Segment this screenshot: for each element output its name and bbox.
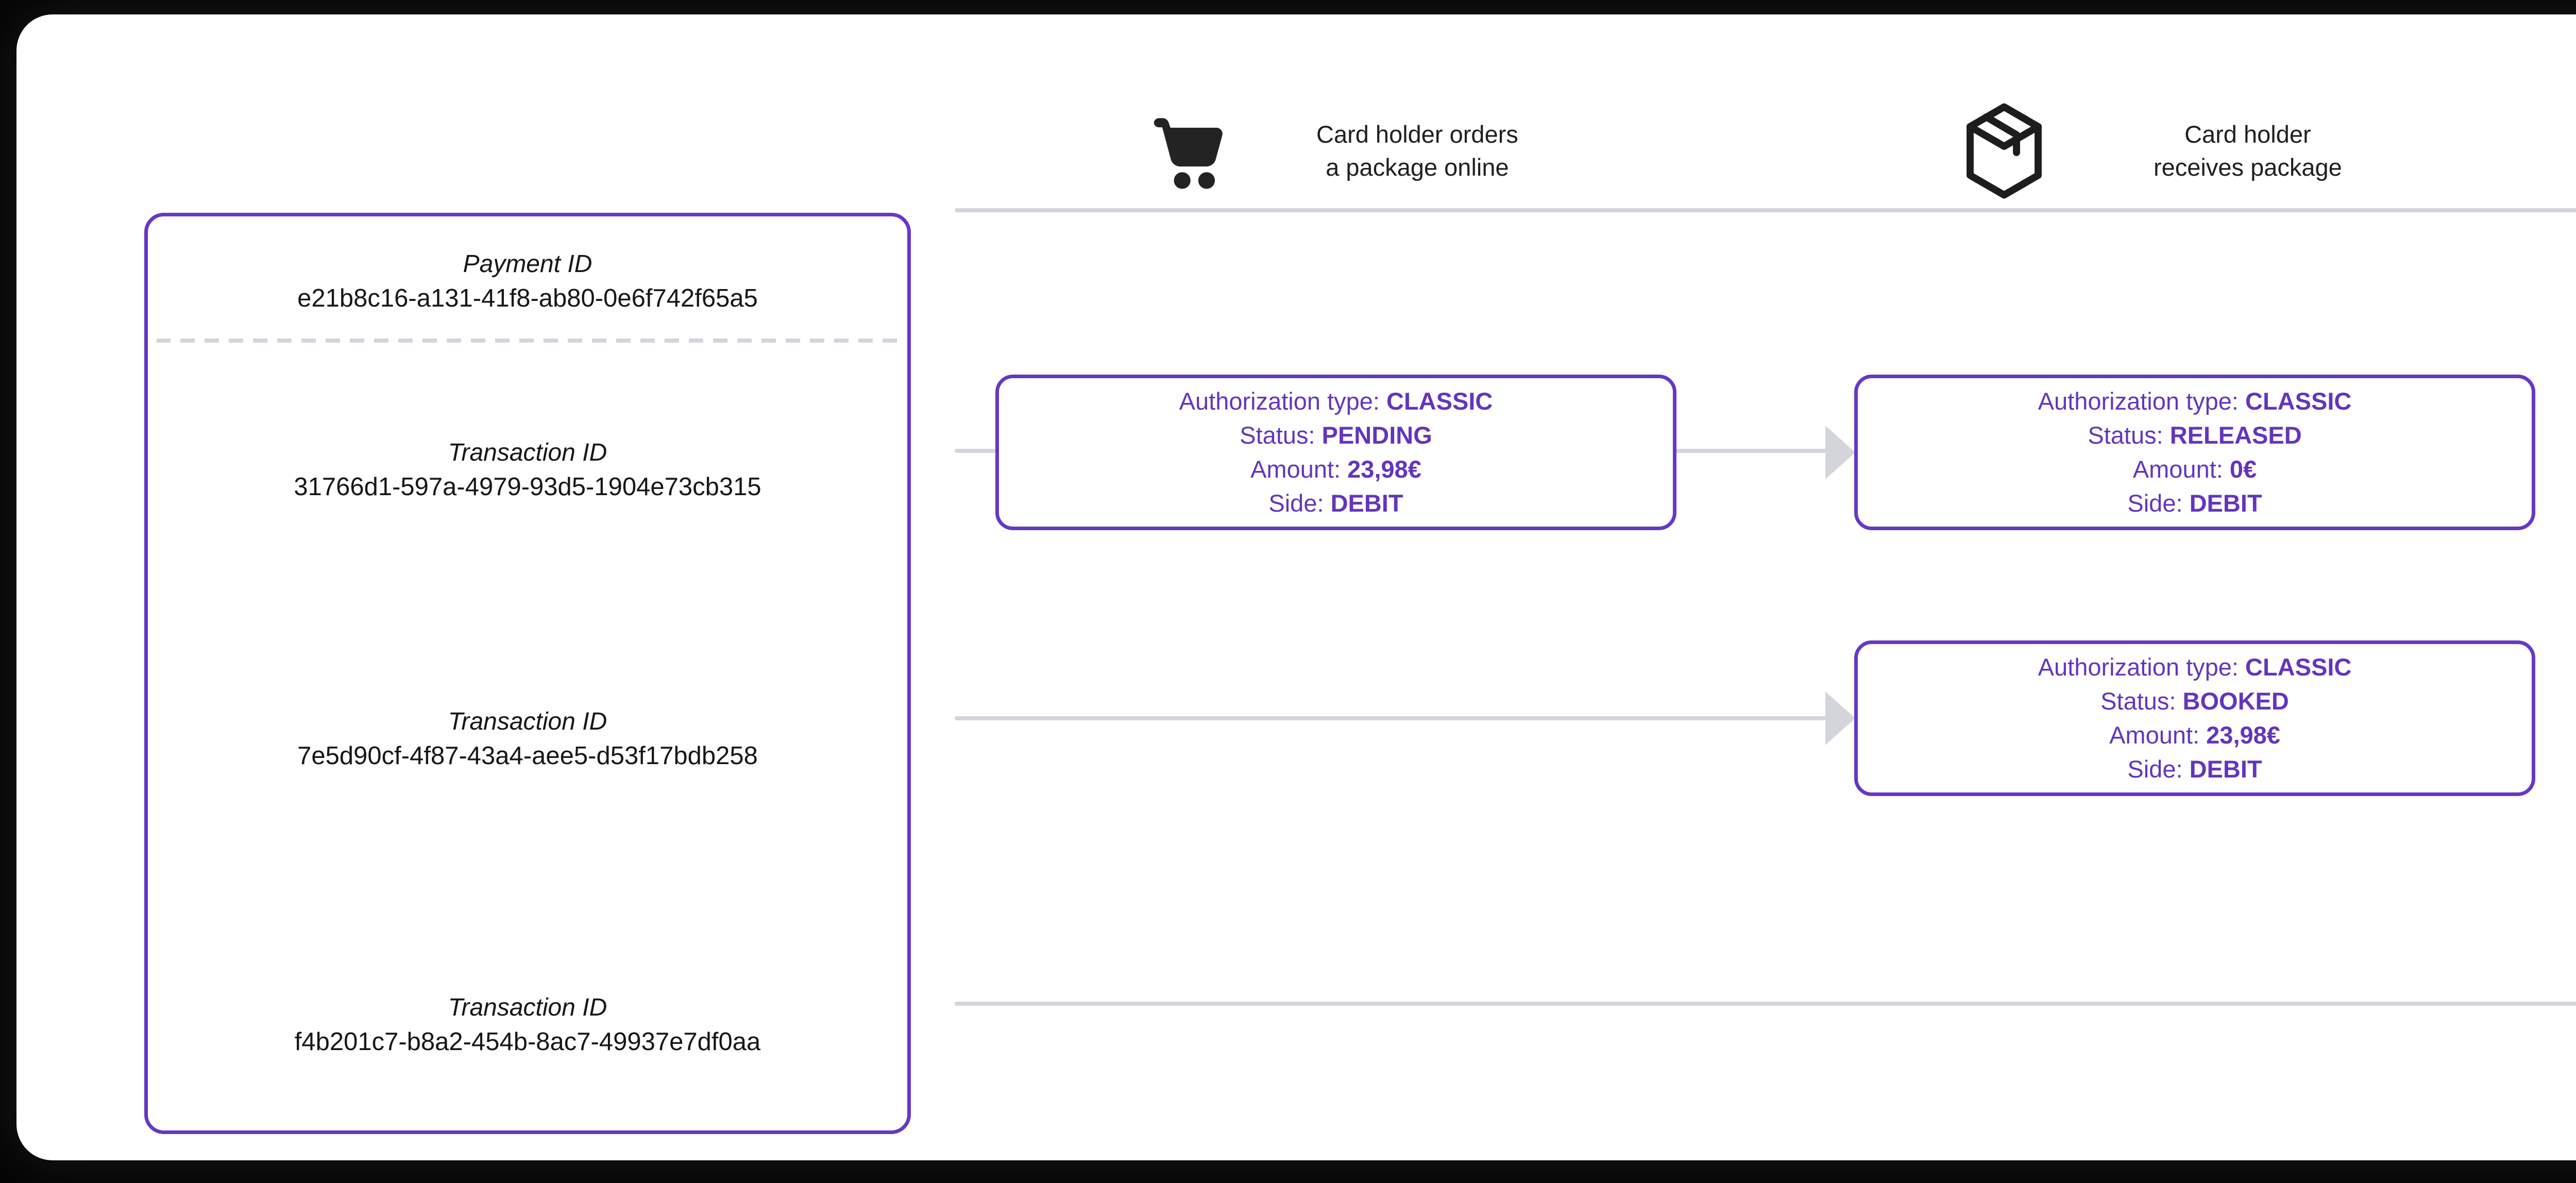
step-label-line: a package online bbox=[1326, 153, 1509, 181]
transaction-id-value: 7e5d90cf-4f87-43a4-aee5-d53f17bdb258 bbox=[297, 742, 758, 770]
auth-line: Amount: 23,98€ bbox=[2109, 721, 2280, 749]
payment-id-block: Payment ID e21b8c16-a131-41f8-ab80-0e6f7… bbox=[148, 248, 907, 316]
connector-auth1-to-auth2 bbox=[1673, 449, 1827, 453]
payment-id-value: e21b8c16-a131-41f8-ab80-0e6f742f65a5 bbox=[297, 284, 758, 312]
authorization-card-booked-debit: Authorization type: CLASSIC Status: BOOK… bbox=[1854, 640, 2535, 796]
transaction-id-label: Transaction ID bbox=[448, 994, 607, 1021]
auth-line: Authorization type: CLASSIC bbox=[2038, 653, 2352, 681]
auth-line: Status: RELEASED bbox=[2088, 421, 2302, 449]
transaction-block: Transaction ID 7e5d90cf-4f87-43a4-aee5-d… bbox=[148, 706, 907, 774]
authorization-card-pending: Authorization type: CLASSIC Status: PEND… bbox=[995, 375, 1676, 530]
transaction-id-value: 31766d1-597a-4979-93d5-1904e73cb315 bbox=[294, 473, 761, 501]
auth-line: Authorization type: CLASSIC bbox=[1179, 387, 1493, 415]
timeline-arrow-line bbox=[955, 208, 2576, 212]
transaction-id-label: Transaction ID bbox=[448, 439, 607, 466]
connector-tx3-to-auth bbox=[955, 1002, 2576, 1006]
auth-line: Authorization type: CLASSIC bbox=[2038, 387, 2352, 415]
journey-step-order: Card holder orders a package online bbox=[1148, 98, 1518, 204]
step-label-receive: Card holder receives package bbox=[2154, 118, 2342, 184]
step-label-line: receives package bbox=[2154, 153, 2342, 181]
step-label-order: Card holder orders a package online bbox=[1316, 118, 1518, 184]
step-label-line: Card holder orders bbox=[1316, 120, 1518, 148]
journey-step-receive: Card holder receives package bbox=[1958, 98, 2342, 204]
transaction-id-value: f4b201c7-b8a2-454b-8ac7-49937e7df0aa bbox=[294, 1028, 761, 1056]
connector-tx2-to-auth bbox=[955, 716, 1826, 720]
auth-line: Amount: 0€ bbox=[2132, 455, 2257, 483]
step-label-line: Card holder bbox=[2184, 120, 2311, 148]
auth-line: Amount: 23,98€ bbox=[1250, 455, 1421, 483]
transaction-id-label: Transaction ID bbox=[448, 708, 607, 735]
payment-id-label: Payment ID bbox=[463, 250, 592, 278]
auth-line: Side: DEBIT bbox=[2127, 489, 2262, 517]
auth-line: Side: DEBIT bbox=[1268, 489, 1403, 517]
arrowhead-icon bbox=[1825, 691, 1855, 745]
authorization-card-released: Authorization type: CLASSIC Status: RELE… bbox=[1854, 375, 2535, 530]
payment-ids-panel: Payment ID e21b8c16-a131-41f8-ab80-0e6f7… bbox=[144, 213, 911, 1134]
auth-line: Status: BOOKED bbox=[2100, 687, 2289, 715]
dashed-divider bbox=[156, 339, 899, 343]
auth-line: Side: DEBIT bbox=[2127, 755, 2262, 783]
auth-line: Status: PENDING bbox=[1240, 421, 1432, 449]
transaction-block: Transaction ID f4b201c7-b8a2-454b-8ac7-4… bbox=[148, 992, 907, 1060]
shopping-cart-icon bbox=[1154, 117, 1223, 189]
connector-tx1-to-auth bbox=[955, 449, 1002, 453]
package-icon bbox=[1967, 103, 2042, 198]
arrowhead-icon bbox=[1825, 426, 1855, 479]
transaction-block: Transaction ID 31766d1-597a-4979-93d5-19… bbox=[148, 437, 907, 505]
diagram-canvas: Card holder orders a package online Card… bbox=[16, 14, 2576, 1160]
